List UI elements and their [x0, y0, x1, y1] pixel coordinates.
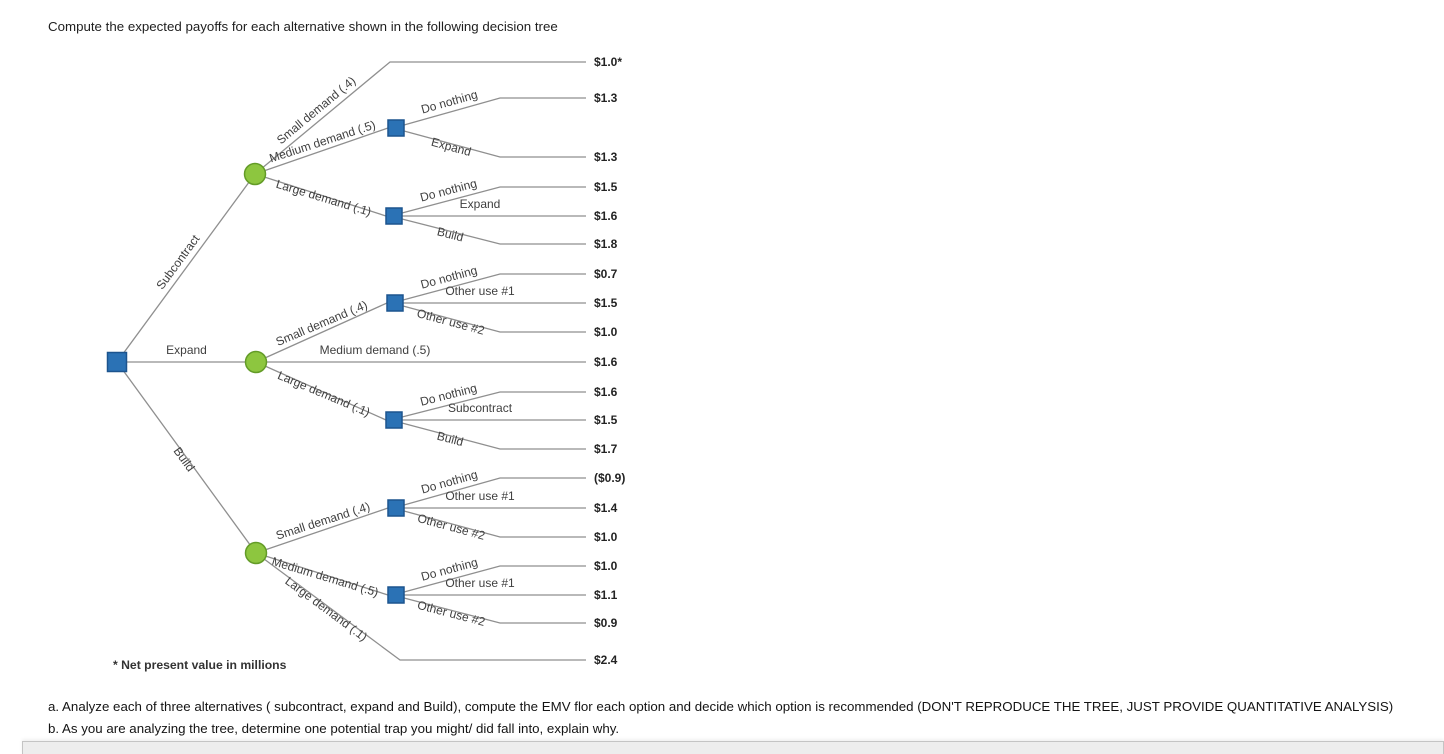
option-label: Other use #1 [445, 576, 515, 590]
payoff-label: $1.0 [594, 559, 618, 573]
demand-branch-line [255, 552, 586, 661]
option-label: Build [436, 429, 465, 449]
payoff-label: $1.1 [594, 588, 618, 602]
option-label: Subcontract [448, 401, 513, 415]
demand-branch-line [254, 173, 387, 217]
payoff-label: $1.6 [594, 209, 618, 223]
payoff-label: $0.9 [594, 616, 618, 630]
option-label: Other use #2 [416, 511, 487, 543]
option-branch-line [402, 305, 586, 333]
alternative-label: Build [171, 444, 198, 474]
option-branch-line [401, 391, 586, 418]
demand-label: Large demand (.1) [276, 368, 372, 419]
bottom-scrollbar[interactable] [22, 741, 1444, 754]
demand-label: Medium demand (.5) [320, 343, 431, 357]
payoff-label: $1.0* [594, 55, 622, 69]
chance-node [244, 541, 268, 565]
chance-node [243, 162, 267, 186]
payoff-label: $0.7 [594, 267, 618, 281]
question-b: b. As you are analyzing the tree, determ… [48, 721, 620, 736]
root-decision-node [106, 351, 128, 373]
option-label: Expand [460, 197, 501, 211]
payoff-label: $1.0 [594, 325, 618, 339]
decision-node [386, 294, 404, 312]
footnote-net-present-value: * Net present value in millions [113, 658, 287, 672]
option-branch-line [403, 477, 586, 506]
demand-branch-line [255, 361, 387, 421]
payoff-label: $1.3 [594, 91, 618, 105]
payoff-label: $1.6 [594, 355, 618, 369]
decision-tree-diagram: * Net present value in millions Subcontr… [106, 55, 625, 672]
payoff-label: $1.0 [594, 530, 618, 544]
alternative-label: Subcontract [153, 232, 203, 292]
question-a: a. Analyze each of three alternatives ( … [48, 699, 1394, 714]
payoff-label: $1.3 [594, 150, 618, 164]
option-branch-line [401, 186, 586, 214]
demand-branch-line [255, 552, 389, 596]
alternative-branch-line [116, 361, 257, 554]
option-branch-line [403, 597, 586, 624]
demand-branch-line [254, 127, 389, 175]
alternative-label: Expand [166, 343, 207, 357]
demand-branch-line [255, 302, 388, 363]
payoff-label: $1.7 [594, 442, 618, 456]
option-branch-line [401, 218, 586, 245]
option-label: Other use #2 [415, 306, 486, 338]
demand-label: Small demand (.4) [274, 499, 372, 542]
decision-node [387, 119, 405, 137]
option-branch-line [403, 130, 586, 158]
payoff-label: $2.4 [594, 653, 618, 667]
option-label: Expand [430, 135, 473, 159]
option-branch-line [401, 422, 586, 450]
demand-branch-line [254, 61, 586, 175]
payoff-label: $1.6 [594, 385, 618, 399]
option-branch-line [403, 97, 586, 126]
option-branch-line [403, 510, 586, 538]
payoff-label: $1.5 [594, 180, 618, 194]
decision-node [387, 586, 405, 604]
demand-label: Medium demand (.5) [270, 554, 380, 599]
option-branch-line [403, 565, 586, 593]
payoff-label: $1.8 [594, 237, 618, 251]
option-label: Other use #1 [445, 489, 515, 503]
question-title: Compute the expected payoffs for each al… [48, 19, 558, 34]
payoff-label: $1.4 [594, 501, 618, 515]
payoff-label: $1.5 [594, 296, 618, 310]
option-label: Build [436, 224, 465, 244]
decision-node [387, 499, 405, 517]
option-label: Other use #2 [416, 598, 487, 629]
alternative-branch-line [116, 173, 256, 363]
demand-branch-line [255, 507, 389, 554]
demand-label: Small demand (.4) [274, 298, 370, 349]
option-label: Other use #1 [445, 284, 515, 298]
payoff-label: $1.5 [594, 413, 618, 427]
chance-node [244, 350, 268, 374]
payoff-label: ($0.9) [594, 471, 625, 485]
demand-label: Large demand (.1) [274, 177, 373, 219]
decision-node [385, 411, 403, 429]
decision-node [385, 207, 403, 225]
option-branch-line [402, 273, 586, 301]
